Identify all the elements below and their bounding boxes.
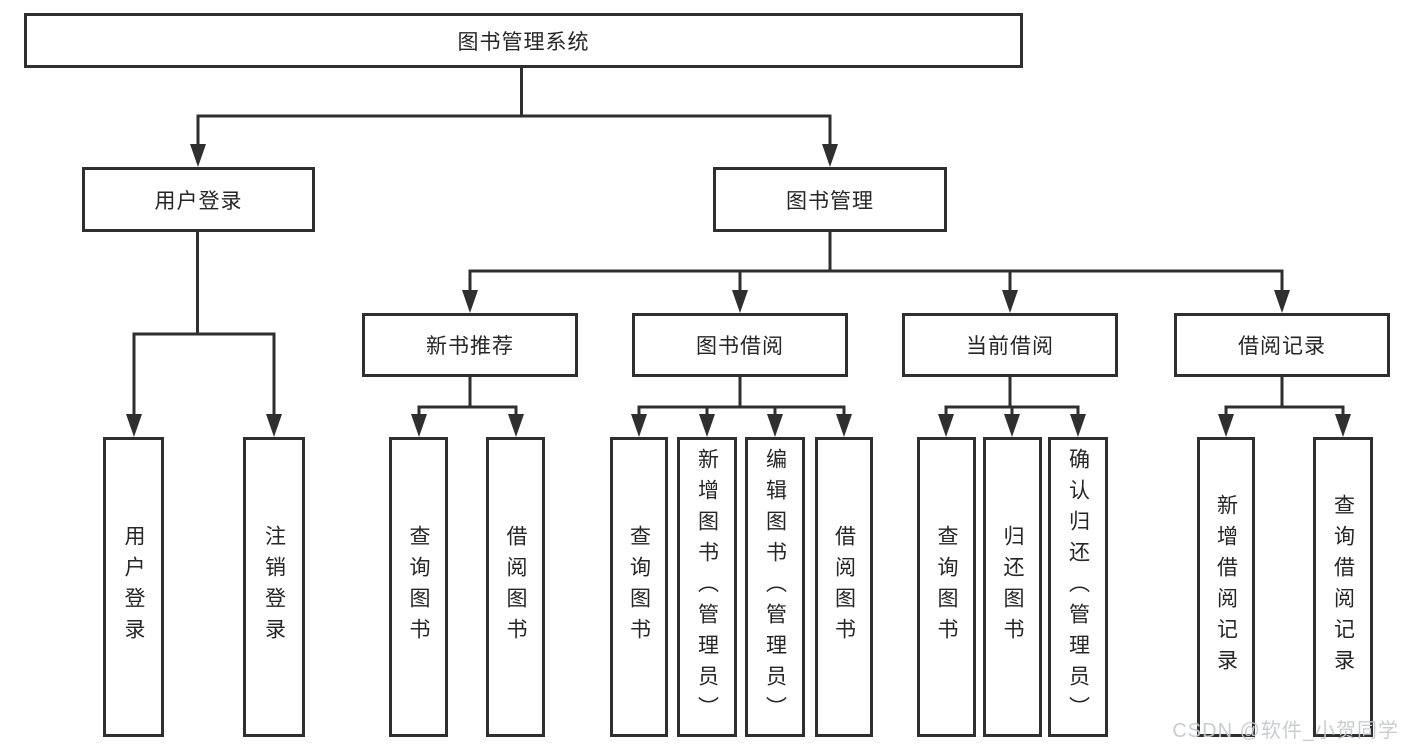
node-new-book-recommend-label: 新书推荐 bbox=[426, 335, 514, 358]
arrow-down-icon bbox=[767, 414, 783, 437]
arrow-down-icon bbox=[836, 414, 852, 437]
leaf-br-add-record-label: 新增借阅记录 bbox=[1214, 494, 1238, 680]
leaf-br-add-record: 新增借阅记录 bbox=[1197, 437, 1255, 737]
node-current-borrow: 当前借阅 bbox=[902, 313, 1118, 377]
leaf-nb-borrow-books-label: 借阅图书 bbox=[504, 525, 527, 649]
leaf-bb-borrow-books: 借阅图书 bbox=[815, 437, 873, 737]
csdn-watermark: CSDN @软件_小贺同学 bbox=[1172, 720, 1399, 742]
node-root: 图书管理系统 bbox=[24, 13, 1023, 68]
node-root-label: 图书管理系统 bbox=[457, 30, 590, 54]
node-new-book-recommend: 新书推荐 bbox=[362, 313, 578, 377]
leaf-cb-confirm-return-admin: 确认归还（管理员） bbox=[1048, 437, 1108, 737]
arrow-down-icon bbox=[1274, 290, 1290, 313]
leaf-cb-query-books: 查询图书 bbox=[917, 437, 976, 737]
node-book-management-label: 图书管理 bbox=[786, 189, 874, 213]
arrow-down-icon bbox=[508, 414, 524, 437]
leaf-bb-add-books-admin: 新增图书（管理员） bbox=[677, 437, 737, 737]
arrow-down-icon bbox=[822, 144, 838, 167]
leaf-cb-confirm-return-admin-label: 确认归还（管理员） bbox=[1066, 447, 1090, 727]
leaf-nb-query-books-label: 查询图书 bbox=[407, 525, 430, 649]
leaf-bb-edit-books-admin: 编辑图书（管理员） bbox=[745, 437, 805, 737]
leaf-bb-edit-books-admin-label: 编辑图书（管理员） bbox=[763, 447, 787, 727]
arrow-down-icon bbox=[266, 414, 282, 437]
leaf-bb-query-books-label: 查询图书 bbox=[627, 525, 651, 649]
arrow-down-icon bbox=[732, 290, 748, 313]
arrow-down-icon bbox=[699, 414, 715, 437]
node-user-login: 用户登录 bbox=[82, 167, 315, 232]
leaf-user-login-label: 用户登录 bbox=[122, 525, 145, 649]
node-borrow-records: 借阅记录 bbox=[1174, 313, 1390, 377]
leaf-bb-borrow-books-label: 借阅图书 bbox=[832, 525, 856, 649]
node-user-login-label: 用户登录 bbox=[154, 189, 243, 213]
leaf-bb-query-books: 查询图书 bbox=[610, 437, 668, 737]
leaf-user-login: 用户登录 bbox=[103, 437, 164, 737]
arrow-down-icon bbox=[1002, 290, 1018, 313]
arrow-down-icon bbox=[411, 414, 427, 437]
leaf-cb-return-books: 归还图书 bbox=[983, 437, 1042, 737]
node-book-borrow-label: 图书借阅 bbox=[696, 335, 784, 358]
leaf-cb-query-books-label: 查询图书 bbox=[935, 525, 958, 649]
leaf-logout-label: 注销登录 bbox=[262, 525, 286, 649]
arrow-down-icon bbox=[126, 414, 142, 437]
leaf-nb-query-books: 查询图书 bbox=[389, 437, 448, 737]
arrow-down-icon bbox=[1335, 414, 1351, 437]
node-book-borrow: 图书借阅 bbox=[632, 313, 848, 377]
leaf-logout: 注销登录 bbox=[243, 437, 305, 737]
leaf-cb-return-books-label: 归还图书 bbox=[1001, 525, 1024, 649]
arrow-down-icon bbox=[938, 414, 954, 437]
arrow-down-icon bbox=[1218, 414, 1234, 437]
node-borrow-records-label: 借阅记录 bbox=[1238, 335, 1326, 358]
leaf-br-query-record-label: 查询借阅记录 bbox=[1331, 494, 1355, 680]
arrow-down-icon bbox=[631, 414, 647, 437]
node-book-management: 图书管理 bbox=[713, 167, 947, 232]
leaf-nb-borrow-books: 借阅图书 bbox=[486, 437, 545, 737]
leaf-bb-add-books-admin-label: 新增图书（管理员） bbox=[695, 447, 719, 727]
leaf-br-query-record: 查询借阅记录 bbox=[1313, 437, 1373, 737]
arrow-down-icon bbox=[462, 290, 478, 313]
node-current-borrow-label: 当前借阅 bbox=[966, 335, 1054, 358]
arrow-down-icon bbox=[1004, 414, 1020, 437]
arrow-down-icon bbox=[1070, 414, 1086, 437]
arrow-down-icon bbox=[190, 144, 206, 167]
